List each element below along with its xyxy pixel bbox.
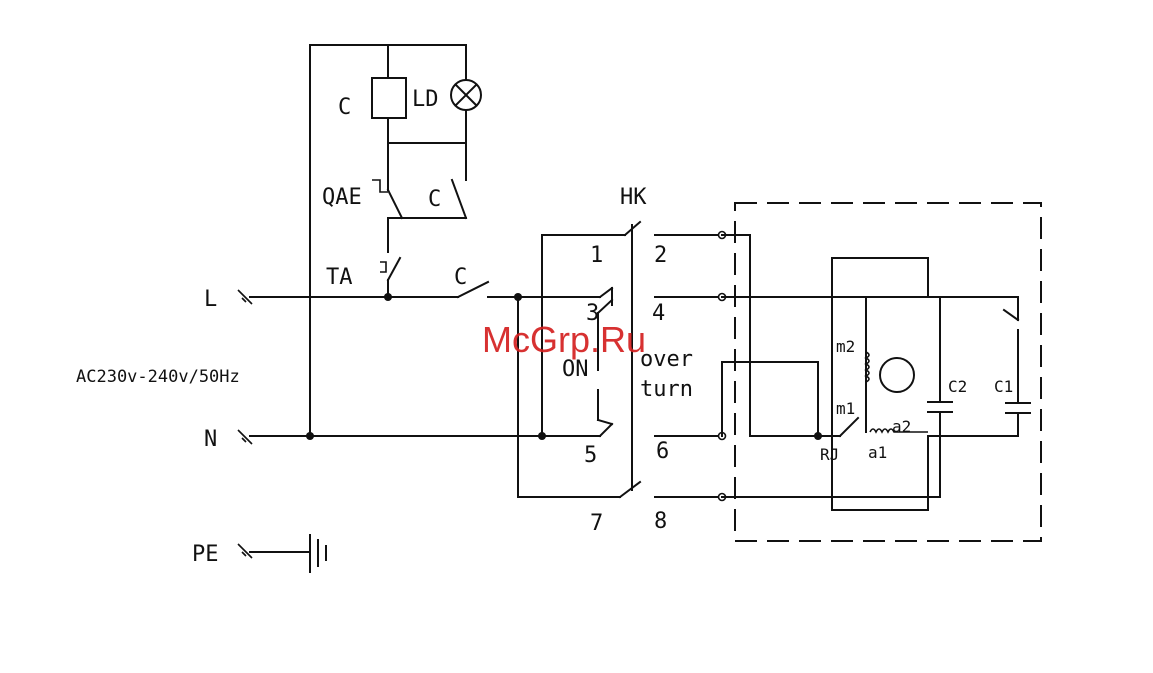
on-label: ON — [562, 357, 589, 382]
a1-label: a1 — [868, 443, 887, 462]
lamp-label: LD — [412, 87, 439, 112]
motor-unit — [722, 203, 1041, 541]
line-pe-label: PE — [192, 542, 219, 567]
terminal-5: 5 — [584, 443, 597, 468]
line-n-label: N — [204, 427, 217, 452]
overturn-label-2: turn — [640, 377, 693, 402]
labels: C LD QAE C TA C HK L N PE AC230v-240v/50… — [76, 87, 1013, 567]
aux-contact — [452, 180, 466, 218]
contactor-coil — [372, 78, 406, 118]
hk-label: HK — [620, 185, 647, 210]
qae-contact — [388, 190, 402, 218]
a2-label: a2 — [892, 417, 911, 436]
ta-contact — [388, 258, 400, 280]
terminal-2: 2 — [654, 243, 667, 268]
c1-label: C1 — [994, 377, 1013, 396]
terminal-6: 6 — [656, 439, 669, 464]
main-contact-label: C — [454, 265, 467, 290]
m1-label: m1 — [836, 399, 855, 418]
motor-rotor-icon — [880, 358, 914, 392]
ta-label: TA — [326, 265, 353, 290]
terminal-8: 8 — [654, 509, 667, 534]
aux-contact-label: C — [428, 187, 441, 212]
qae-label: QAE — [322, 185, 362, 210]
terminal-7: 7 — [590, 511, 603, 536]
watermark: McGrp.Ru — [482, 319, 646, 360]
terminal-1: 1 — [590, 243, 603, 268]
overturn-label-1: over — [640, 347, 693, 372]
contactor-coil-label: C — [338, 95, 351, 120]
m2-label: m2 — [836, 337, 855, 356]
c2-label: C2 — [948, 377, 967, 396]
control-circuit — [310, 45, 481, 436]
rj-label: RJ — [820, 445, 839, 464]
line-l-label: L — [204, 287, 217, 312]
terminal-4: 4 — [652, 301, 665, 326]
supply-label: AC230v-240v/50Hz — [76, 367, 240, 387]
